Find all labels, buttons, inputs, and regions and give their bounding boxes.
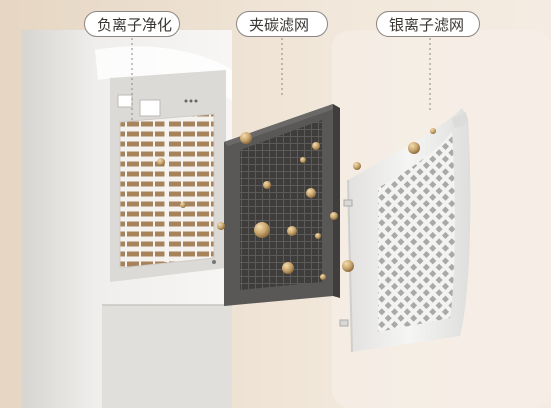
- label-ion-purification: 负离子净化: [84, 11, 180, 37]
- label-carbon-filter: 夹碳滤网: [236, 11, 328, 37]
- label-silver-ion-filter: 银离子滤网: [376, 11, 480, 37]
